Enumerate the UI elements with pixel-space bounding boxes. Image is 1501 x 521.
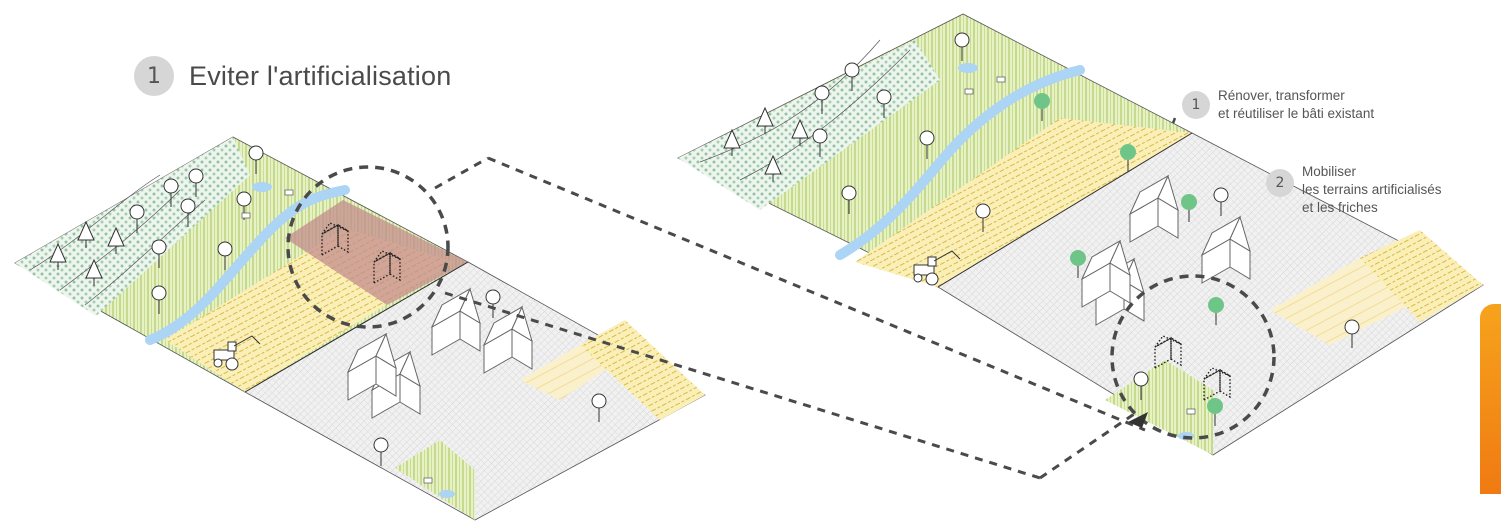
main-title: 1 Eviter l'artificialisation — [134, 56, 451, 96]
title-text: Eviter l'artificialisation — [189, 60, 452, 91]
note-number-badge: 1 — [1182, 91, 1210, 119]
side-tab[interactable] — [1480, 304, 1501, 494]
arrow-icon — [1128, 412, 1148, 428]
note-line: Mobiliser — [1302, 164, 1357, 179]
dashed-circle-icon — [1110, 274, 1276, 440]
note-renover: 1 Rénover, transformer et réutiliser le … — [1182, 87, 1374, 123]
note-number-badge: 2 — [1266, 169, 1294, 197]
note-line: et réutiliser le bâti existant — [1218, 106, 1375, 121]
note-text: Rénover, transformer et réutiliser le bâ… — [1218, 87, 1374, 123]
note-line: Rénover, transformer — [1218, 88, 1345, 103]
note-line: et les friches — [1302, 200, 1378, 215]
dashed-circle-icon — [286, 165, 450, 329]
artificialisation-zone — [285, 200, 468, 305]
right-landscape — [677, 13, 1484, 456]
note-line: les terrains artificialisés — [1302, 182, 1442, 197]
note-mobiliser: 2 Mobiliser les terrains artificialisés … — [1266, 163, 1442, 217]
left-landscape — [14, 136, 706, 521]
note-text: Mobiliser les terrains artificialisés et… — [1302, 163, 1442, 217]
title-number-badge: 1 — [134, 56, 174, 96]
